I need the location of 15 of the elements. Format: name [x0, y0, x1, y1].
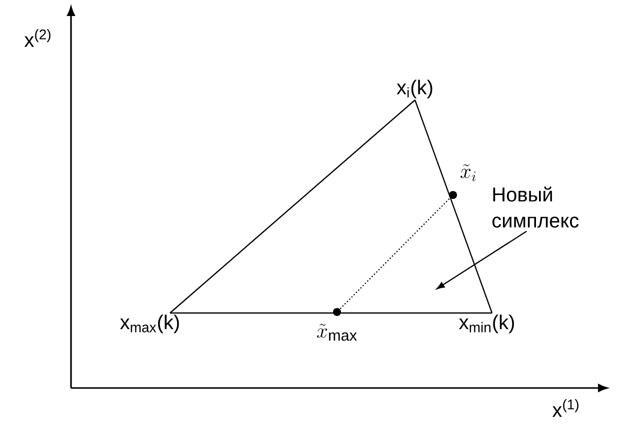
point-marker: [449, 191, 457, 199]
point-marker: [333, 308, 341, 316]
triangle-side: [170, 100, 416, 314]
point-label: $\tilde{x}_{\mathrm{max}}$: [317, 324, 357, 341]
triangle-side: [170, 312, 492, 314]
vertex-label: x$_{i}$(k): [396, 80, 432, 98]
vertex-label: x$_{max}$(k): [120, 314, 179, 334]
axis-label: x$^{(2)}$: [24, 29, 50, 47]
axis-label: x$^{(1)}$: [552, 399, 578, 417]
leader-arrow: [436, 230, 527, 290]
annotation-text: Новый симплекс: [492, 186, 579, 228]
vertex-label: x$_{min}$(k): [459, 314, 514, 334]
triangle-side: [414, 100, 493, 314]
dotted-line: [340, 198, 450, 310]
point-label: $\tilde{x}_i$: [460, 164, 476, 182]
